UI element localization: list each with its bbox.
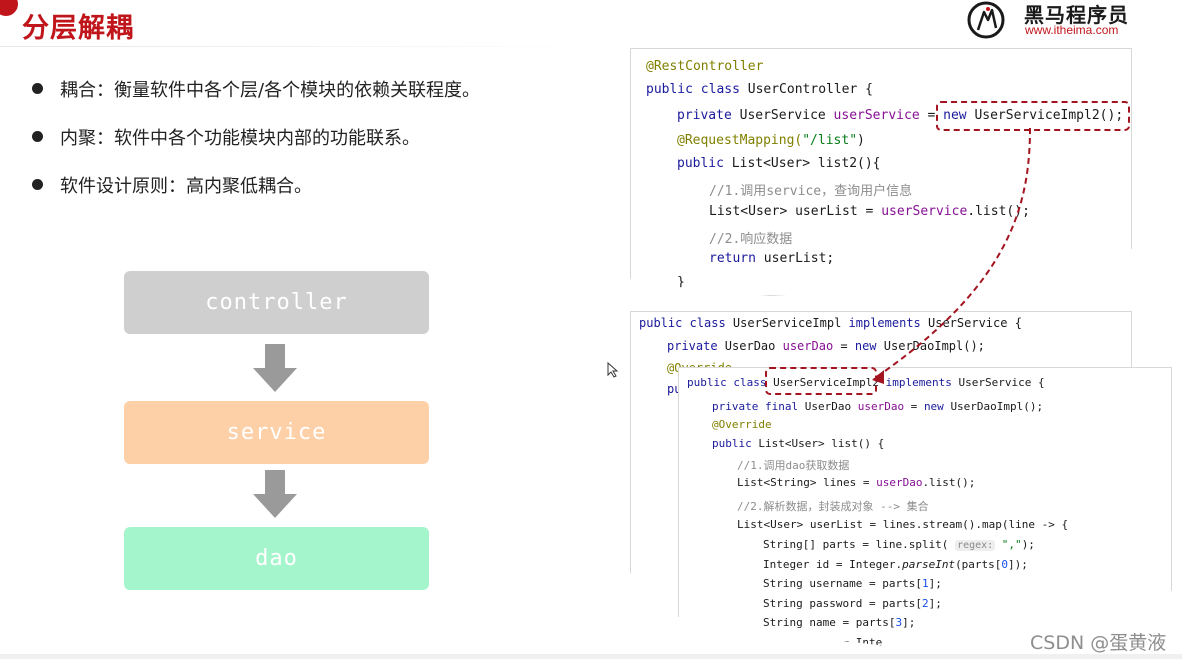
bullet-dot-icon xyxy=(32,83,43,94)
bullet-text: 内聚：软件中各个功能模块内部的功能联系。 xyxy=(60,128,420,149)
code-line: public class UserController { xyxy=(646,82,873,97)
bullet-text: 耦合：衡量软件中各个层/各个模块的依赖关联程度。 xyxy=(60,80,481,101)
slide-title: 分层解耦 xyxy=(22,13,134,44)
code-comment: //2.响应数据 xyxy=(709,232,793,247)
code-line: pu xyxy=(667,382,682,396)
code-line: private final UserDao userDao = new User… xyxy=(712,400,1044,413)
code-annotation: @Override xyxy=(712,418,772,431)
code-line: public List<User> list2(){ xyxy=(677,156,881,171)
horse-logo-icon xyxy=(967,1,1005,39)
code-line: String[] parts = line.split( regex: ",")… xyxy=(763,538,1035,551)
code-comment: //2.解析数据，封装成对象 --> 集合 xyxy=(737,500,929,513)
layer-service-box: service xyxy=(124,401,429,464)
down-arrow-icon xyxy=(253,344,297,392)
bottom-bar xyxy=(0,654,1182,659)
code-line: } xyxy=(677,275,685,290)
code-line: private UserDao userDao = new UserDaoImp… xyxy=(667,339,985,353)
code-line: String password = parts[2]; xyxy=(763,597,942,610)
code-line: Integer age = Inte xyxy=(763,636,883,649)
layer-dao-box: dao xyxy=(124,527,429,590)
bullet-dot-icon xyxy=(32,131,43,142)
code-line: @RestController xyxy=(646,59,764,74)
code-line: List<User> userList = lines.stream().map… xyxy=(737,518,1069,531)
code-comment: //1.调用dao获取数据 xyxy=(737,459,850,472)
brand-name: 黑马程序员 xyxy=(1024,3,1129,27)
code-line: String name = parts[3]; xyxy=(763,616,916,629)
code-line: Integer id = Integer.parseInt(parts[0]); xyxy=(763,558,1028,571)
code-line: List<User> userList = userService.list()… xyxy=(709,204,1030,219)
param-hint: regex: xyxy=(955,540,996,551)
code-line: public class UserServiceImpl implements … xyxy=(639,316,1022,330)
highlight-new-impl2 xyxy=(936,101,1130,131)
bullet-dot-icon xyxy=(32,179,43,190)
corner-accent-dot xyxy=(0,0,18,16)
brand-logo: 黑马程序员 www.itheima.com xyxy=(966,0,1141,40)
brand-url: www.itheima.com xyxy=(1025,23,1119,37)
code-panel-user-controller: @RestController public class UserControl… xyxy=(630,48,1132,296)
code-panel-user-service-impl2: public class UserServiceImpl2 implements… xyxy=(678,367,1172,650)
code-line: return userList; xyxy=(709,251,835,266)
bullet-text: 软件设计原则：高内聚低耦合。 xyxy=(60,176,312,197)
code-line: private UserService userService = new Us… xyxy=(677,108,1124,123)
code-line: public List<User> list() { xyxy=(712,437,885,450)
code-line: @RequestMapping("/list") xyxy=(677,133,865,148)
highlight-impl2-classname xyxy=(765,367,877,395)
code-comment: //1.调用service，查询用户信息 xyxy=(709,184,913,199)
title-divider xyxy=(0,46,600,47)
down-arrow-icon xyxy=(253,470,297,518)
layer-controller-box: controller xyxy=(124,271,429,334)
mouse-cursor-icon xyxy=(607,362,619,378)
code-line: List<String> lines = userDao.list(); xyxy=(737,476,976,489)
code-line: public class UserServiceImpl2 implements… xyxy=(687,376,1045,389)
code-line: String username = parts[1]; xyxy=(763,577,942,590)
watermark: CSDN @蛋黄液 xyxy=(1030,632,1167,654)
